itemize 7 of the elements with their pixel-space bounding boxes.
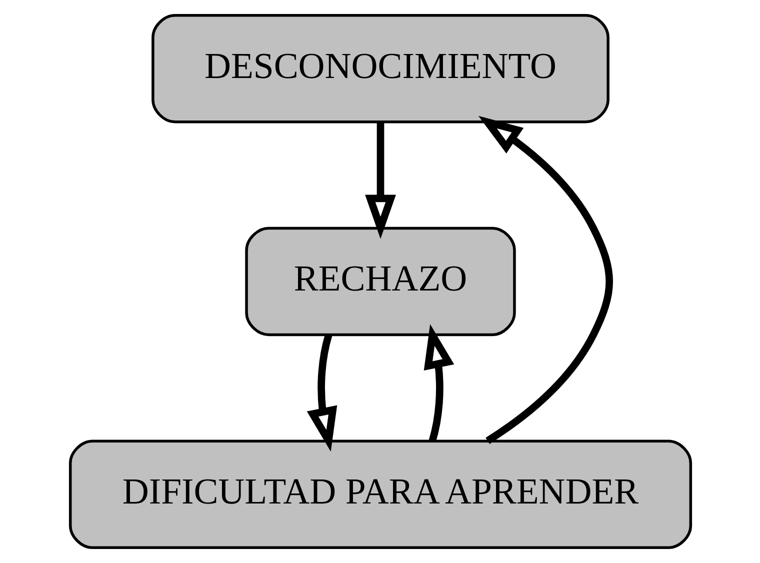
- node-box: DESCONOCIMIENTO: [151, 14, 609, 124]
- arrow: [423, 324, 454, 442]
- node-box: RECHAZO: [244, 226, 516, 336]
- arrow: [306, 334, 337, 452]
- arrow: [478, 116, 612, 444]
- node-box: DIFICULTAD PARA APRENDER: [68, 440, 692, 549]
- arrow: [364, 122, 396, 239]
